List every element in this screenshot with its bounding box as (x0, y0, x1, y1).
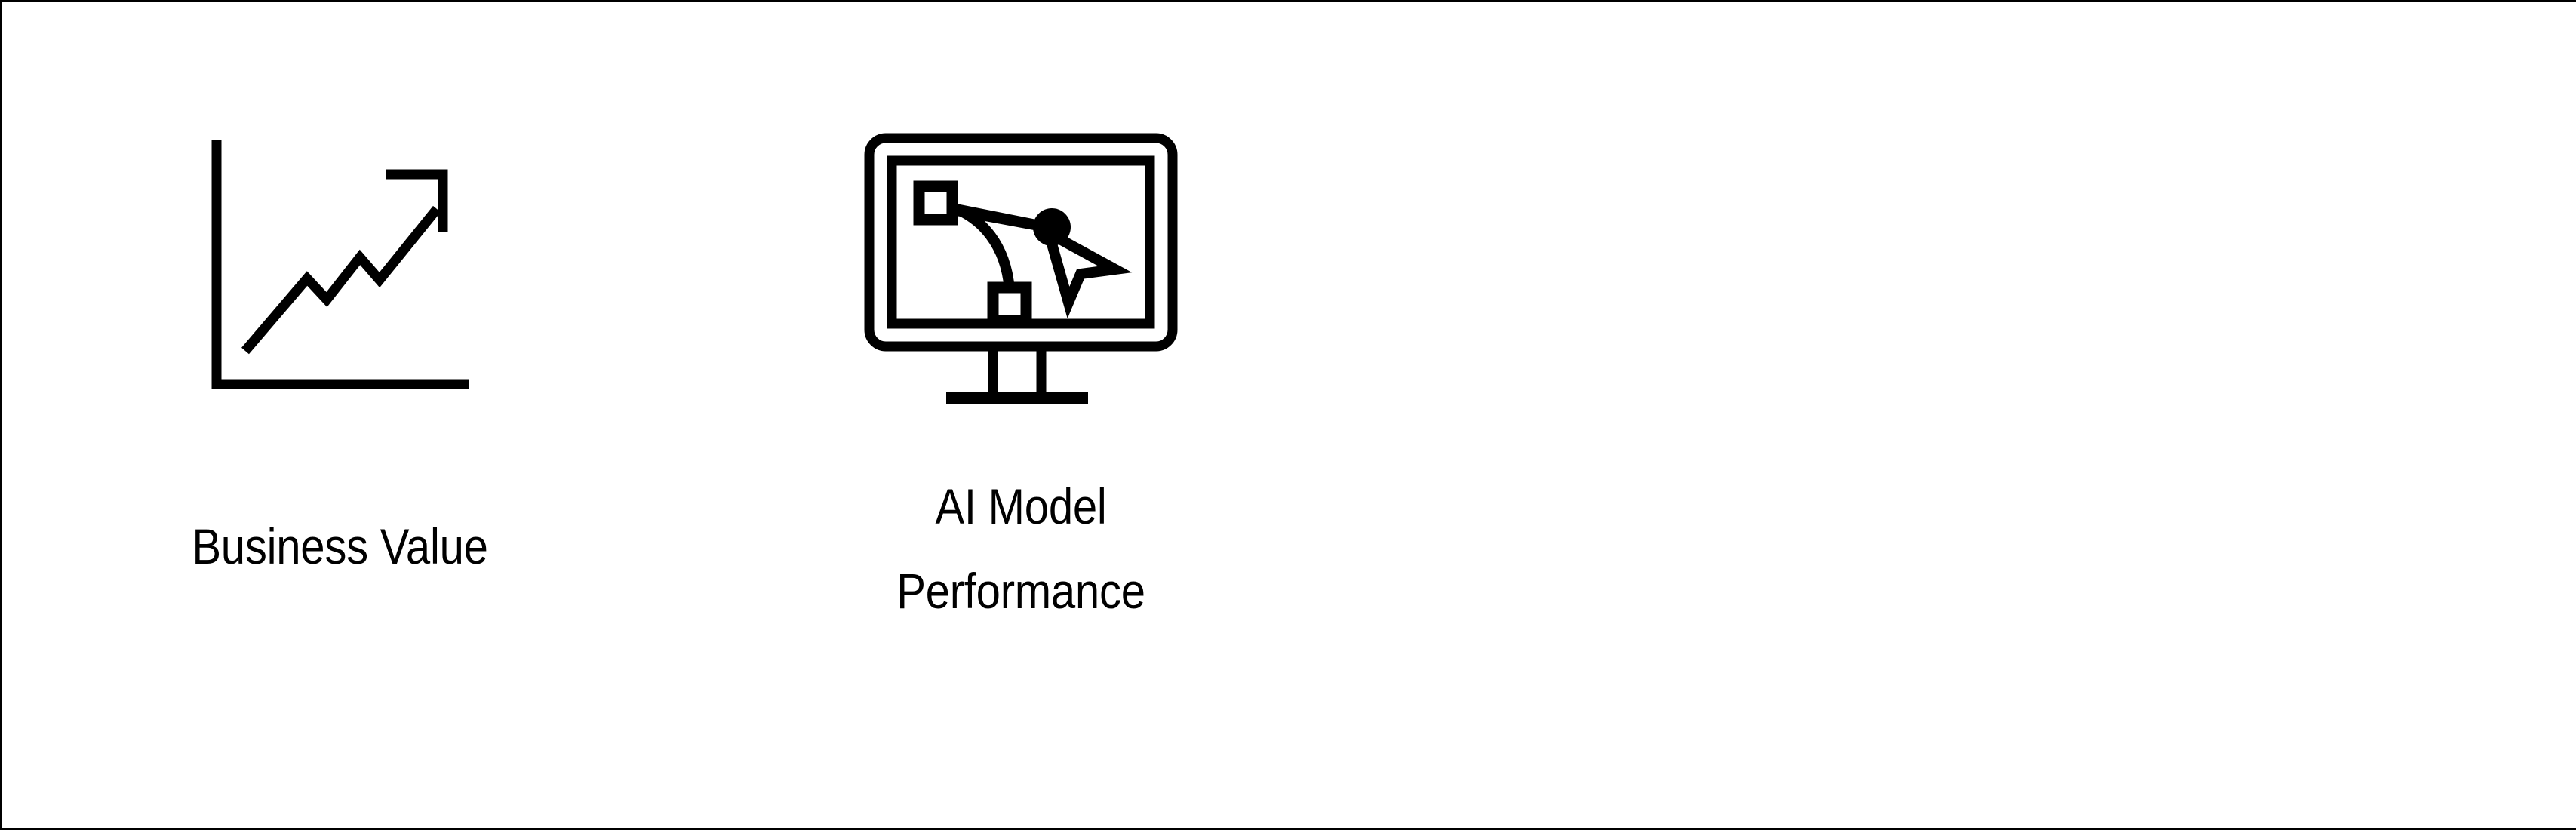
cursor-arrow-icon (1040, 222, 1133, 319)
growth-chart-icon[interactable] (197, 124, 479, 404)
chart-axis-path (211, 140, 469, 389)
bezier-tangent-handle (936, 200, 1052, 233)
chart-trend-line (241, 205, 441, 355)
model-monitor-icon[interactable] (859, 128, 1183, 416)
icon-group-business-value[interactable]: Business Value (2, 2, 681, 681)
bezier-anchor-square-bottom (987, 281, 1032, 327)
chart-arrow-head (386, 169, 448, 232)
icon-group-ai-model-performance[interactable]: AI Model Performance (681, 2, 1360, 681)
monitor-outer-frame (864, 133, 1178, 352)
icon-label-ai-model-performance: AI Model Performance (896, 478, 1145, 619)
bezier-anchor-square-top (913, 180, 958, 226)
icon-label-business-value: Business Value (192, 518, 488, 574)
